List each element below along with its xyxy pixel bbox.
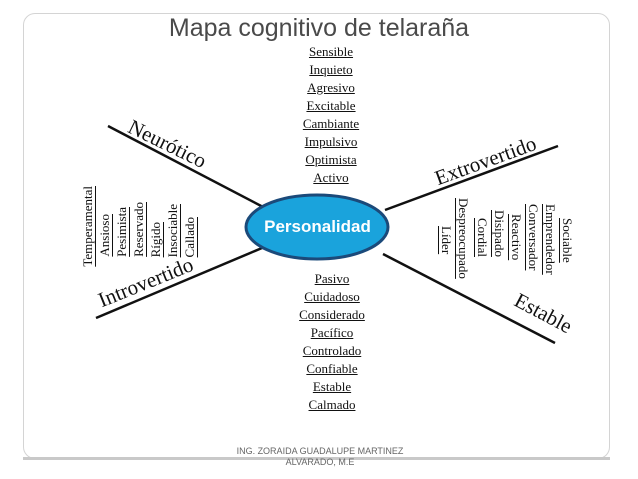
list-item: Calmado [308,397,356,412]
neurotico-line [107,124,266,210]
page-title: Mapa cognitivo de telaraña [168,14,470,42]
list-item: Confiable [306,361,358,376]
list-item: Insociable [165,203,180,257]
list-item: Reactivo [509,214,524,261]
list-item: Pasivo [314,271,350,286]
list-item: Considerado [299,307,365,322]
bottom-word-list: Pasivo Cuidadoso Considerado Pacífico Co… [276,270,388,414]
list-item: Sensible [308,44,354,59]
extrovertido-line [384,144,559,212]
list-item: Pesimista [114,207,129,257]
list-item: Disipado [492,210,507,257]
list-item: Inquieto [309,62,353,77]
list-item: Impulsivo [304,134,358,149]
list-item: Rígido [148,221,163,257]
list-item: Estable [312,379,352,394]
list-item: Excitable [306,98,356,113]
list-item: Emprendedor [543,204,558,275]
list-item: Agresivo [307,80,355,95]
list-item: Conversador [526,204,541,271]
list-item: Temperamental [80,186,95,267]
list-item: Reservado [131,202,146,257]
list-item: Cordial [475,218,490,257]
list-item: Líder [439,226,454,255]
list-item: Cambiante [302,116,360,131]
list-item: Pacífico [310,325,354,340]
list-item: Optimista [305,152,357,167]
slide-divider [23,457,610,460]
introvertido-line [95,246,263,320]
list-item: Cuidadoso [304,289,360,304]
list-item: Sociable [560,218,575,263]
list-item: Callado [182,216,197,257]
center-label: Personalidad [264,217,371,236]
list-item: Ansioso [97,214,112,257]
top-word-list: Sensible Inquieto Agresivo Excitable Cam… [278,43,384,187]
footer-author: ING. ZORAIDA GUADALUPE MARTINEZ ALVARADO… [236,446,404,467]
list-item: Controlado [302,343,362,358]
center-ellipse [244,193,390,261]
list-item: Despreocupado [456,198,471,279]
estable-line [382,252,556,345]
list-item: Activo [313,170,349,185]
